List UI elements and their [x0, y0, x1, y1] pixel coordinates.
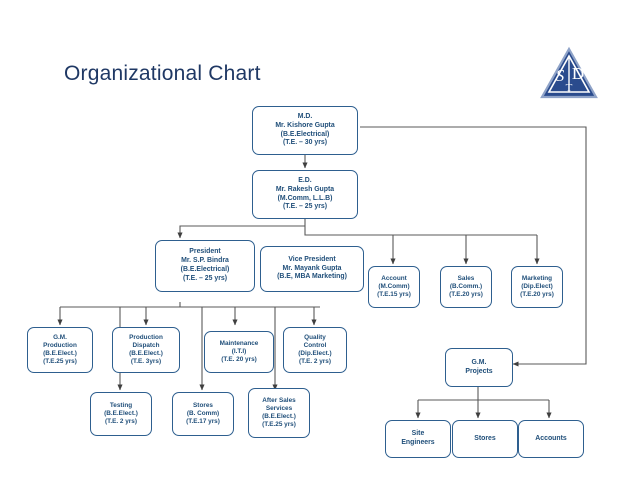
node-president[interactable]: President Mr. S.P. Bindra (B.E.Electrica…	[155, 240, 255, 292]
node-site-engineers-line-1: Engineers	[401, 439, 435, 446]
node-testing-line-1: (B.E.Elect.)	[104, 409, 138, 417]
node-production-dispatch-line-3: (T.E. 3yrs)	[130, 358, 162, 366]
node-gm-production-line-3: (T.E.25 yrs)	[43, 358, 77, 366]
node-vice-president-line-2: (B.E, MBA Marketing)	[277, 273, 347, 281]
node-ed[interactable]: E.D. Mr. Rakesh Gupta (M.Comm, L.L.B) (T…	[252, 170, 358, 219]
node-maintenance-line-2: (T.E. 20 yrs)	[221, 356, 257, 364]
svg-text:S: S	[556, 66, 565, 85]
node-quality-control-line-2: (Dip.Elect.)	[298, 350, 332, 357]
node-president-line-0: President	[189, 248, 221, 256]
node-gm-production-line-1: Production	[43, 341, 77, 349]
edge-ed-trunk	[304, 219, 471, 236]
node-sales-line-2: (T.E.20 yrs)	[449, 291, 483, 299]
node-md-line-2: (B.E.Electrical)	[280, 130, 330, 138]
node-md-line-3: (T.E. – 30 yrs)	[282, 139, 328, 147]
node-after-sales-services-line-0: After Sales	[262, 396, 296, 404]
node-account[interactable]: Account (M.Comm) (T.E.15 yrs)	[368, 266, 420, 308]
node-ed-line-3: (T.E. – 25 yrs)	[282, 203, 328, 211]
node-accounts-line-0: Accounts	[535, 434, 567, 442]
node-quality-control-line-3: (T.E. 2 yrs)	[299, 358, 331, 366]
node-gm-projects[interactable]: G.M. Projects	[445, 348, 513, 387]
node-testing[interactable]: Testing (B.E.Elect.) (T.E. 2 yrs)	[90, 392, 152, 436]
node-after-sales-services[interactable]: After Sales Services (B.E.Elect.) (T.E.2…	[248, 388, 310, 438]
node-stores-line-2: (T.E.17 yrs)	[186, 418, 220, 426]
node-projects-stores-line-0: Stores	[474, 434, 496, 442]
sdt-triangle-logo: S D T	[540, 46, 598, 99]
node-ed-line-0: E.D.	[298, 176, 312, 184]
node-gm-production-line-2: (B.E.Elect.)	[43, 350, 77, 357]
node-sales-line-0: Sales	[457, 274, 475, 282]
node-sales-line-1: (B.Comm.)	[449, 282, 483, 290]
node-account-line-1: (M.Comm)	[378, 282, 410, 290]
node-sales[interactable]: Sales (B.Comm.) (T.E.20 yrs)	[440, 266, 492, 308]
node-after-sales-services-line-3: (T.E.25 yrs)	[262, 421, 296, 429]
node-testing-line-2: (T.E. 2 yrs)	[105, 418, 137, 426]
node-projects-stores[interactable]: Stores	[452, 420, 518, 458]
node-marketing-line-2: (T.E.20 yrs)	[520, 291, 554, 299]
node-production-dispatch[interactable]: Production Dispatch (B.E.Elect.) (T.E. 3…	[112, 327, 180, 373]
node-vice-president-line-0: Vice President	[288, 255, 336, 263]
node-vice-president-line-1: Mr. Mayank Gupta	[282, 264, 342, 272]
node-marketing[interactable]: Marketing (Dip.Elect) (T.E.20 yrs)	[511, 266, 563, 308]
edge-md-gmprojects	[360, 126, 587, 367]
node-quality-control[interactable]: Quality Control (Dip.Elect.) (T.E. 2 yrs…	[283, 327, 347, 373]
node-quality-control-line-1: Control	[303, 341, 327, 349]
node-site-engineers[interactable]: Site Engineers	[385, 420, 451, 458]
node-md-line-1: Mr. Kishore Gupta	[275, 121, 335, 129]
node-account-line-0: Account	[381, 274, 407, 282]
node-production-dispatch-line-2: (B.E.Elect.)	[129, 350, 163, 357]
node-md[interactable]: M.D. Mr. Kishore Gupta (B.E.Electrical) …	[252, 106, 358, 155]
node-account-line-2: (T.E.15 yrs)	[377, 291, 411, 299]
edge-ed-president	[177, 225, 305, 239]
node-maintenance[interactable]: Maintenance (I.T.I) (T.E. 20 yrs)	[204, 331, 274, 373]
node-stores[interactable]: Stores (B. Comm) (T.E.17 yrs)	[172, 392, 234, 436]
node-vice-president[interactable]: Vice President Mr. Mayank Gupta (B.E, MB…	[260, 246, 364, 292]
node-ed-line-2: (M.Comm, L.L.B)	[277, 194, 333, 202]
node-president-line-3: (T.E. – 25 yrs)	[182, 274, 228, 282]
node-ed-line-1: Mr. Rakesh Gupta	[275, 185, 335, 193]
svg-text:T: T	[566, 82, 573, 94]
node-president-line-2: (B.E.Electrical)	[180, 266, 230, 273]
svg-text:D: D	[572, 64, 584, 83]
node-stores-line-0: Stores	[193, 401, 213, 409]
node-production-dispatch-line-1: Dispatch	[132, 341, 160, 349]
node-site-engineers-line-0: Site	[411, 430, 425, 438]
node-production-dispatch-line-0: Production	[129, 333, 163, 341]
node-stores-line-1: (B. Comm)	[186, 409, 220, 417]
page-title: Organizational Chart	[64, 62, 261, 85]
node-maintenance-line-0: Maintenance	[219, 339, 259, 347]
node-after-sales-services-line-2: (B.E.Elect.)	[262, 413, 296, 420]
node-gm-projects-line-0: G.M.	[471, 358, 487, 366]
node-quality-control-line-0: Quality	[304, 333, 326, 341]
node-president-line-1: Mr. S.P. Bindra	[181, 257, 229, 265]
node-after-sales-services-line-1: Services	[265, 404, 293, 412]
node-gm-projects-line-1: Projects	[465, 367, 493, 375]
node-marketing-line-0: Marketing	[521, 274, 553, 282]
node-gm-production-line-0: G.M.	[53, 333, 67, 341]
node-md-line-0: M.D.	[297, 112, 313, 120]
node-maintenance-line-1: (I.T.I)	[231, 347, 247, 355]
node-gm-production[interactable]: G.M. Production (B.E.Elect.) (T.E.25 yrs…	[27, 327, 93, 373]
node-marketing-line-1: (Dip.Elect)	[521, 282, 553, 290]
node-accounts[interactable]: Accounts	[518, 420, 584, 458]
node-testing-line-0: Testing	[109, 401, 133, 409]
